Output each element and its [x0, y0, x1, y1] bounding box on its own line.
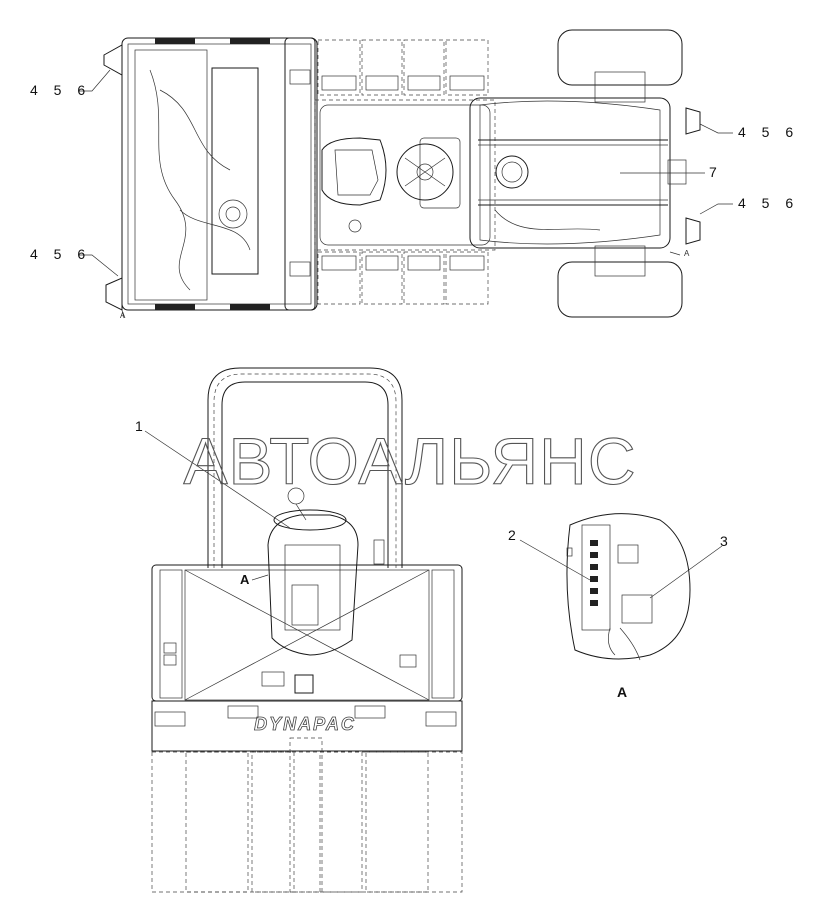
rear-view: DYNAPAC [144, 367, 463, 893]
callout-item-3: 3 [720, 533, 728, 549]
top-view [78, 29, 733, 319]
detail-reference-marker: A [240, 572, 250, 587]
callout-item-1: 1 [135, 418, 143, 434]
detail-caption: A [617, 684, 628, 700]
small-marker-right: A [684, 249, 690, 258]
callout-lamp-bottom-right: 4 5 6 [738, 195, 800, 211]
small-marker-left: A [120, 311, 126, 320]
watermark-text: АВТОАЛЬЯНС [184, 424, 637, 498]
callout-lamp-top-left: 4 5 6 [30, 82, 92, 98]
brand-logo: DYNAPAC [254, 714, 356, 734]
callout-item-7: 7 [709, 164, 717, 180]
callout-lamp-bottom-left: 4 5 6 [30, 246, 92, 262]
callout-lamp-top-right: 4 5 6 [738, 124, 800, 140]
detail-a [519, 513, 723, 661]
callout-item-2: 2 [508, 527, 516, 543]
